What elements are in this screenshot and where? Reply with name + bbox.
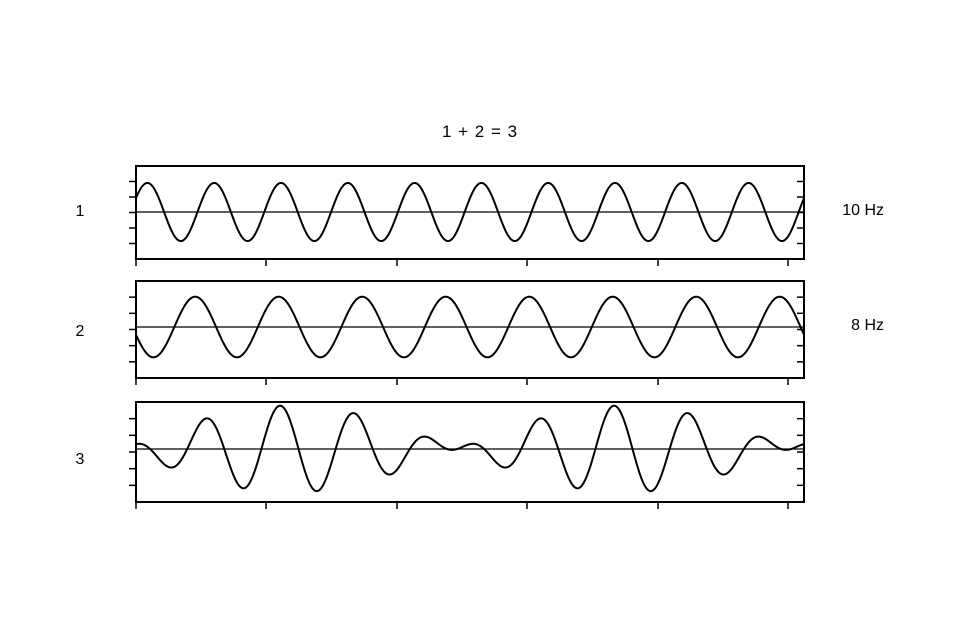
panel-2-label: 2 — [76, 323, 85, 340]
panel-3-waveform — [135, 404, 805, 493]
panel-3-label: 3 — [76, 451, 85, 468]
panel-2-frame — [135, 280, 805, 379]
panel-3: 3 — [76, 401, 805, 509]
panel-2-waveform — [135, 295, 805, 359]
panel-2: 2 8 Hz — [76, 280, 884, 385]
panel-2-frequency-label: 8 Hz — [851, 317, 884, 334]
panel-1-label: 1 — [76, 203, 85, 220]
chart-title: 1 + 2 = 3 — [442, 122, 518, 141]
panel-1-frequency-label: 10 Hz — [842, 202, 884, 219]
panel-1-waveform — [135, 181, 805, 243]
panel-1: 1 10 Hz — [76, 165, 884, 266]
panel-3-frame — [135, 401, 805, 503]
